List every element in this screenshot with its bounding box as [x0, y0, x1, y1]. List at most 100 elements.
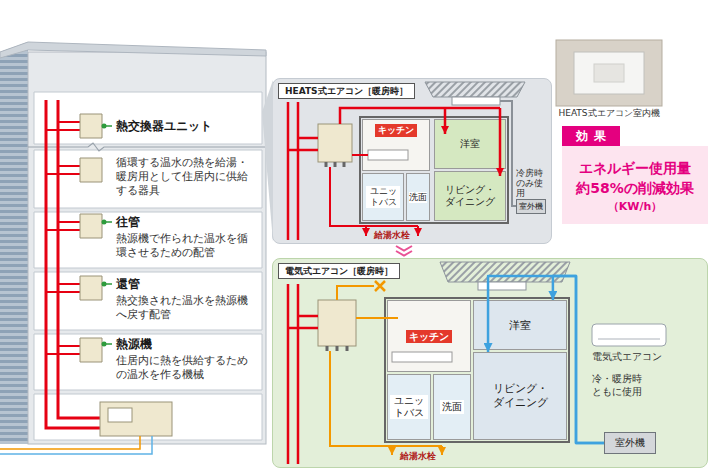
- panel-title: HEATS式エアコン［暖房時］: [278, 83, 415, 99]
- heating-arrow: [499, 108, 502, 176]
- room-label: キッチン: [406, 330, 452, 343]
- break-line: [28, 143, 266, 151]
- usage-note: 冷・暖房時ともに使用: [592, 372, 644, 398]
- ceiling: [425, 82, 525, 97]
- component-description: 熱源機住居内に熱を供給するための温水を作る機械: [116, 336, 258, 382]
- outdoor-unit: 室外機: [604, 432, 656, 454]
- leader-line: [104, 126, 112, 344]
- faucet-label: 給湯水栓: [400, 451, 436, 462]
- refrigerant-connector: [488, 276, 604, 443]
- hot-water-arrow: [365, 226, 367, 236]
- component-description: 往管熱源機で作られた温水を循環させるための配管: [116, 214, 258, 260]
- riser-pipe: [288, 102, 318, 240]
- room: ユニットバス: [362, 173, 404, 221]
- room-label: 洋室: [509, 319, 531, 332]
- room: リビング・ダイニング: [434, 171, 506, 221]
- unit-caption: 電気式エアコン: [592, 351, 662, 363]
- comparison-chevron: [396, 246, 412, 256]
- aircon-photo: [556, 40, 662, 106]
- label-anchor: 給湯水栓: [374, 230, 410, 241]
- pipe-stub: [327, 346, 347, 351]
- branch-pipe: [46, 122, 80, 354]
- usage-note: 冷房時のみ使用: [516, 168, 551, 198]
- building-windows: [0, 42, 28, 444]
- leader-dot: [102, 124, 107, 347]
- effect-heading: 効果: [562, 126, 620, 146]
- refrigerant-pipe: [500, 101, 516, 206]
- room: キッチン: [362, 119, 430, 171]
- building-roof: [0, 42, 266, 58]
- riser-pipe: [46, 100, 100, 428]
- effect-unit: （KW/h）: [608, 200, 663, 214]
- component-description: 住居内に熱を供給するための温水を作る機械: [116, 354, 258, 382]
- room-label: ユニットバス: [366, 186, 401, 208]
- cross-mark: [375, 281, 385, 291]
- component-name: 熱交換器ユニット: [116, 118, 258, 134]
- room-label: リビング・ダイニング: [444, 184, 496, 208]
- water-pipe: [0, 436, 140, 449]
- hot-water-pipe: [330, 351, 442, 446]
- kitchen-counter: [392, 352, 452, 362]
- ceiling-aircon: [478, 282, 526, 290]
- component-description: 熱交換器ユニット循環する温水の熱を給湯・暖房用として住居内に供給する器具: [116, 118, 258, 198]
- effect-box: 効果エネルギー使用量 約58%の削減効果 （KW/h）: [562, 126, 708, 224]
- floor-room: [34, 92, 262, 440]
- comparison-panel: HEATS式エアコン［暖房時］キッチン洋室リビング・ダイニングユニットバス洗面室…: [272, 78, 552, 244]
- zoom-wedge: [262, 80, 273, 242]
- water-pipe: [0, 436, 152, 454]
- heat-source-panel: [108, 408, 132, 422]
- outdoor-unit: 室外機: [516, 199, 546, 214]
- room: ユニットバス: [387, 374, 431, 440]
- heating-arrow: [444, 108, 447, 134]
- faucet-label: 給湯水栓: [374, 230, 410, 241]
- hot-water-pipe: [352, 154, 368, 156]
- hot-water-arrow: [441, 446, 443, 455]
- component-description: 熱交換された温水を熱源機へ戻す配管: [116, 294, 258, 322]
- label-anchor: HEATS式エアコン室内機: [556, 108, 662, 119]
- heat-exchanger-unit: [318, 124, 352, 162]
- room-label: 洗面: [409, 192, 427, 203]
- label-anchor: 冷・暖房時ともに使用: [592, 372, 644, 398]
- room-label: リビング・ダイニング: [491, 382, 548, 410]
- floor-plan-wall: [385, 298, 569, 442]
- unit-label: 室外機: [615, 437, 645, 449]
- unit-label: 室外機: [519, 202, 543, 212]
- aircon-grille: [594, 64, 624, 82]
- effect-value: エネルギー使用量 約58%の削減効果: [562, 158, 708, 198]
- component-description: 還管熱交換された温水を熱源機へ戻す配管: [116, 276, 258, 322]
- ceiling: [440, 262, 570, 282]
- panel-title: 電気式エアコン［暖房時］: [278, 263, 400, 279]
- room: 洗面: [406, 173, 430, 221]
- label-anchor: 冷房時のみ使用: [516, 168, 551, 198]
- room: 洗面: [433, 374, 471, 440]
- label-anchor: 給湯水栓: [400, 451, 436, 462]
- room-label: キッチン: [375, 124, 417, 137]
- heat-source-unit: [100, 402, 172, 436]
- label-anchor: 電気式エアコン: [592, 351, 662, 363]
- photo-caption: HEATS式エアコン室内機: [556, 108, 662, 119]
- component-name: 還管: [116, 276, 258, 292]
- heat-exchanger-unit: [318, 300, 356, 346]
- hot-water-pipe: [356, 317, 398, 319]
- aircon-photo-unit: [574, 52, 644, 94]
- ceiling-aircon: [452, 97, 500, 105]
- riser-pipe: [288, 284, 318, 464]
- component-name: 往管: [116, 214, 258, 230]
- component-description: 熱源機で作られた温水を循環させるための配管: [116, 232, 258, 260]
- heat-exchanger-icon: [80, 114, 102, 362]
- pipe-stub: [326, 162, 344, 167]
- heating-pipe: [340, 108, 500, 124]
- building-side: [0, 42, 28, 444]
- hot-water-arrow: [417, 226, 419, 236]
- building-facade: [28, 52, 266, 444]
- electric-aircon: [592, 324, 666, 346]
- floor-plan-wall: [360, 117, 508, 223]
- unused-pipe: [337, 286, 374, 300]
- component-description: 循環する温水の熱を給湯・暖房用として住居内に供給する器具: [116, 156, 258, 198]
- component-name: 熱源機: [116, 336, 258, 352]
- room-label: 洗面: [440, 400, 464, 414]
- room-label: ユニットバス: [390, 395, 429, 419]
